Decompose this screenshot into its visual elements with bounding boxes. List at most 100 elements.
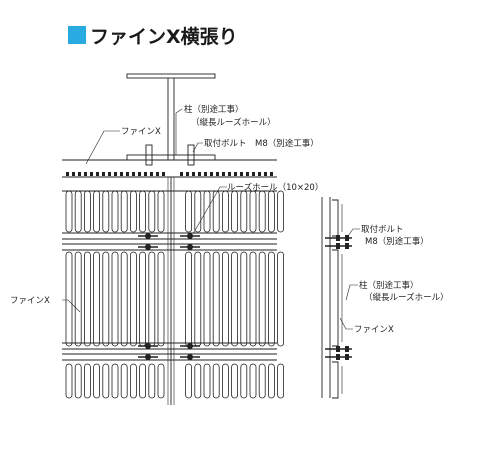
side-bolt-nut <box>345 346 349 352</box>
title-block: ファインX横張り <box>68 20 238 50</box>
elevation-rib <box>74 251 82 347</box>
elevation-rib <box>129 363 137 399</box>
elevation-rib <box>129 251 137 347</box>
elevation-rib <box>258 251 266 347</box>
elevation-rib <box>277 363 285 399</box>
side-bolt-nut <box>336 243 340 249</box>
elevation-rib <box>240 251 248 347</box>
side-bolt-nut <box>345 235 349 241</box>
side-section-view <box>321 197 352 399</box>
plan-rib <box>264 172 267 176</box>
panel-ribs <box>66 172 273 176</box>
elevation-rib <box>240 190 248 233</box>
elevation-rib <box>231 251 239 347</box>
plan-rib <box>90 172 93 176</box>
bolt-left <box>145 144 153 166</box>
elevation-rib <box>84 363 91 399</box>
label-column-main: 柱（別途工事） <box>184 104 244 115</box>
elevation-rib <box>93 363 100 399</box>
elevation-rib <box>194 363 202 399</box>
label-side-bolt-2: M8（別途工事） <box>365 236 429 247</box>
plan-rib <box>84 172 87 176</box>
leader-side-column <box>345 284 358 301</box>
label-loose-hole: ルーズホール（10×20） <box>227 182 323 193</box>
side-panel <box>332 199 339 237</box>
elevation-rib <box>65 251 73 347</box>
leader-lines <box>62 108 360 330</box>
elevation-rib <box>194 251 202 347</box>
plan-rib <box>96 172 99 176</box>
plan-rib <box>120 172 123 176</box>
elevation-rib <box>249 363 257 399</box>
plan-rib <box>138 172 141 176</box>
elevation-rib <box>139 251 147 347</box>
plan-rib <box>114 172 117 176</box>
bolt-head <box>145 244 151 250</box>
side-bolt-nut <box>336 354 340 360</box>
leader-column <box>175 108 183 155</box>
elevation-rib <box>93 251 100 347</box>
bolt-head <box>145 343 151 349</box>
elevation-rib <box>65 363 73 399</box>
bolt-head <box>187 233 193 239</box>
elevation-rib <box>111 251 119 347</box>
elevation-rib <box>102 251 110 347</box>
elevation-rib <box>102 363 110 399</box>
elevation-rib <box>212 363 220 399</box>
plan-rib <box>240 172 243 176</box>
elevation-rib <box>74 363 82 399</box>
elevation-rib <box>249 251 257 347</box>
plan-rib <box>198 172 201 176</box>
elevation-view <box>62 190 285 399</box>
plan-rib <box>246 172 249 176</box>
elevation-rib <box>221 190 229 233</box>
label-finex-left: ファインX <box>10 296 50 306</box>
elevation-rib <box>277 190 285 233</box>
label-side-bolt-1: 取付ボルト <box>361 224 404 235</box>
elevation-rib <box>267 363 275 399</box>
leader-bolt <box>192 142 203 153</box>
elevation-rib <box>203 363 211 399</box>
leader-loose-hole <box>192 186 227 235</box>
elevation-rib <box>93 190 100 233</box>
plan-rib <box>222 172 225 176</box>
bolt-head <box>187 354 193 360</box>
plan-rib <box>132 172 135 176</box>
elevation-rib <box>185 251 193 347</box>
elevation-rib <box>157 190 165 233</box>
elevation-rib <box>267 251 275 347</box>
elevation-rib <box>111 190 119 233</box>
plan-rib <box>78 172 81 176</box>
elevation-rib <box>249 190 257 233</box>
elevation-rib <box>111 363 119 399</box>
elevation-rib <box>212 251 220 347</box>
elevation-rib <box>120 190 128 233</box>
label-side-finex: ファインX <box>354 325 394 335</box>
elevation-rib <box>240 363 248 399</box>
plan-rib <box>210 172 213 176</box>
column-top-flange <box>126 73 216 79</box>
label-bolt-main: 取付ボルト M8（別途工事） <box>204 138 319 149</box>
plan-rib <box>102 172 105 176</box>
diagram-title: ファインX横張り <box>90 25 238 48</box>
elevation-rib <box>65 190 73 233</box>
plan-rib <box>270 172 273 176</box>
plan-rib <box>72 172 75 176</box>
bolt-head <box>187 343 193 349</box>
elevation-rib <box>84 251 91 347</box>
bolt-head <box>145 233 151 239</box>
plan-rib <box>258 172 261 176</box>
plan-rib <box>144 172 147 176</box>
elevation-rib <box>221 363 229 399</box>
plan-rib <box>180 172 183 176</box>
title-square-icon <box>68 26 86 44</box>
elevation-rib <box>120 363 128 399</box>
plan-rib <box>216 172 219 176</box>
side-panel <box>332 249 339 347</box>
elevation-rib <box>221 251 229 347</box>
plan-view <box>62 73 277 178</box>
bolt-head <box>145 354 151 360</box>
plan-rib <box>66 172 69 176</box>
elevation-rib <box>231 190 239 233</box>
